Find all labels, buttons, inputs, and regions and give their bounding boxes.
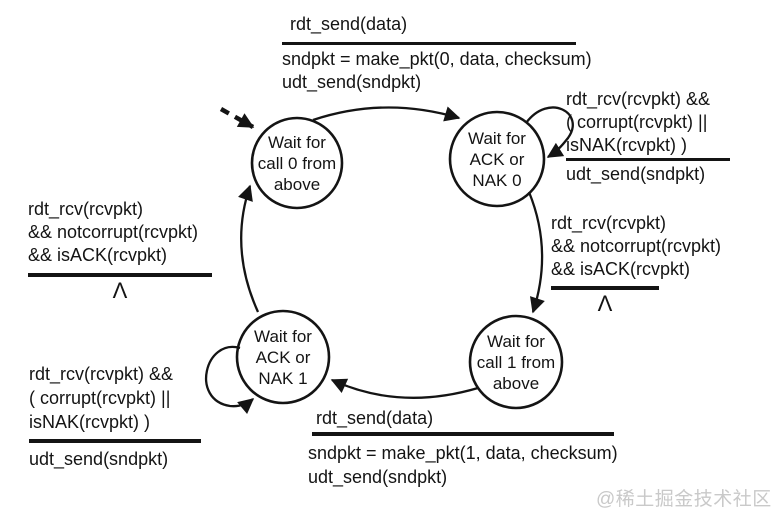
transition-condition: && isACK(rcvpkt)	[551, 259, 691, 279]
condition-action-divider	[282, 42, 576, 45]
transition-label-left: rdt_rcv(rcvpkt) && notcorrupt(rcvpkt) &&…	[28, 198, 212, 303]
state-label-line: Wait for	[468, 129, 526, 148]
state-label-wait-call-1: Wait for call 1 from above	[451, 331, 581, 394]
state-label-line: above	[492, 374, 540, 393]
transition-arc-bottom	[330, 378, 479, 399]
condition-action-divider	[29, 439, 201, 443]
transition-action-lambda: Λ	[597, 291, 613, 316]
state-label-line: Wait for	[268, 133, 326, 152]
transition-label-bottom-left-loop: rdt_rcv(rcvpkt) && ( corrupt(rcvpkt) || …	[29, 362, 201, 471]
condition-action-divider	[566, 158, 730, 161]
transition-action: sndpkt = make_pkt(1, data, checksum)	[308, 443, 618, 463]
transition-condition: ( corrupt(rcvpkt) ||	[566, 112, 708, 132]
transition-condition: isNAK(rcvpkt) )	[566, 135, 687, 155]
state-label-line: NAK 0	[472, 171, 522, 190]
transition-arc-right	[527, 191, 545, 314]
transition-condition: rdt_send(data)	[316, 408, 434, 428]
state-label-line: ACK or	[255, 348, 311, 367]
transition-label-bottom: rdt_send(data) sndpkt = make_pkt(1, data…	[308, 406, 618, 489]
transition-condition: && notcorrupt(rcvpkt)	[551, 236, 722, 256]
transition-condition: isNAK(rcvpkt) )	[29, 412, 150, 432]
transition-action-lambda: Λ	[112, 278, 128, 303]
state-circle-wait-acknak-1	[235, 309, 331, 405]
self-loop-wait-acknak-0	[525, 106, 574, 158]
transition-condition: rdt_rcv(rcvpkt)	[28, 199, 144, 219]
initial-state-arrow	[219, 107, 255, 129]
state-label-wait-acknak-0: Wait for ACK or NAK 0	[432, 128, 562, 191]
transition-condition: && isACK(rcvpkt)	[28, 245, 168, 265]
self-loop-wait-acknak-1	[204, 345, 255, 415]
state-label-line: call 0 from	[257, 154, 337, 173]
transition-arc-top	[312, 106, 461, 122]
state-circle-wait-acknak-0	[448, 110, 546, 208]
state-circle-wait-call-1	[468, 314, 564, 410]
transition-condition: ( corrupt(rcvpkt) ||	[29, 388, 171, 408]
condition-action-divider	[551, 286, 659, 290]
state-label-line: above	[273, 175, 321, 194]
transition-condition: rdt_rcv(rcvpkt) &&	[566, 89, 711, 109]
transition-label-top-right-loop: rdt_rcv(rcvpkt) && ( corrupt(rcvpkt) || …	[566, 88, 730, 186]
condition-action-divider	[312, 432, 614, 436]
watermark: @稀土掘金技术社区	[596, 489, 771, 510]
transition-action: udt_send(sndpkt)	[282, 72, 422, 92]
transition-arc-left	[238, 184, 260, 313]
state-circle-wait-call-0	[250, 116, 344, 210]
transition-label-top: rdt_send(data) sndpkt = make_pkt(0, data…	[282, 13, 592, 94]
transition-action: udt_send(sndpkt)	[308, 467, 448, 487]
state-label-line: Wait for	[254, 327, 312, 346]
state-label-wait-call-0: Wait for call 0 from above	[232, 132, 362, 195]
transition-condition: rdt_rcv(rcvpkt)	[551, 213, 667, 233]
transition-label-right: rdt_rcv(rcvpkt) && notcorrupt(rcvpkt) &&…	[551, 212, 721, 316]
state-label-wait-acknak-1: Wait for ACK or NAK 1	[218, 326, 348, 389]
transition-condition: && notcorrupt(rcvpkt)	[28, 222, 199, 242]
state-label-line: call 1 from	[476, 353, 556, 372]
state-label-line: NAK 1	[258, 369, 308, 388]
transition-action: udt_send(sndpkt)	[566, 164, 706, 184]
condition-action-divider	[28, 273, 212, 277]
transition-action: udt_send(sndpkt)	[29, 449, 169, 469]
transition-action: sndpkt = make_pkt(0, data, checksum)	[282, 49, 592, 69]
transition-condition: rdt_send(data)	[290, 14, 408, 34]
state-label-line: Wait for	[487, 332, 545, 351]
transition-condition: rdt_rcv(rcvpkt) &&	[29, 364, 174, 384]
state-label-line: ACK or	[469, 150, 525, 169]
